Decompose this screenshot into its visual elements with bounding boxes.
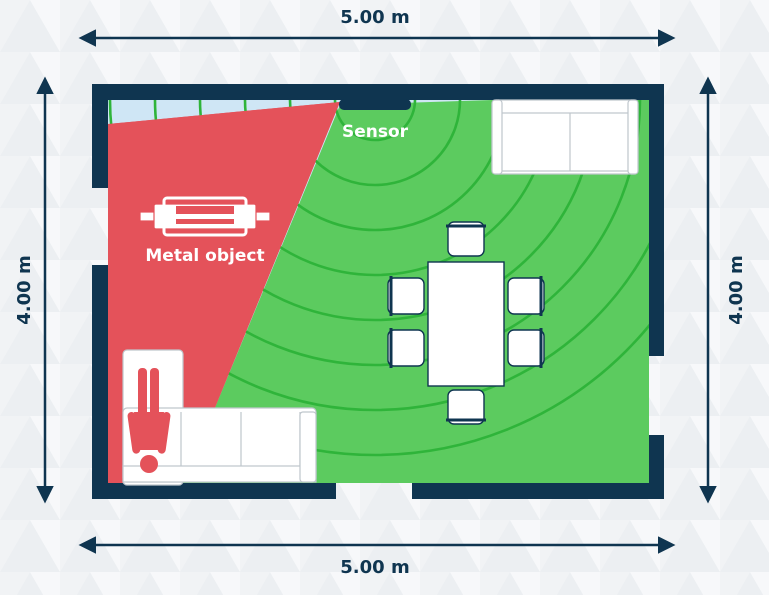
dimension-right: 4.00 m bbox=[699, 76, 747, 504]
dining-set bbox=[387, 221, 545, 425]
chair bbox=[507, 328, 545, 368]
metal-object-icon bbox=[139, 196, 271, 237]
metal-object-label: Metal object bbox=[145, 246, 264, 266]
wall-right-upper bbox=[649, 84, 664, 356]
wall-left-lower bbox=[92, 265, 108, 499]
chair bbox=[387, 328, 425, 368]
dimension-bottom: 5.00 m bbox=[78, 536, 676, 578]
sensor: Sensor bbox=[339, 99, 411, 142]
chair bbox=[387, 276, 425, 316]
wall-bottom-left bbox=[92, 483, 336, 499]
detection-waves bbox=[108, 100, 649, 457]
dining-table bbox=[427, 261, 505, 387]
walls bbox=[92, 84, 664, 499]
sensor-label: Sensor bbox=[342, 122, 409, 142]
wall-top bbox=[92, 84, 664, 100]
wall-right-lower bbox=[649, 435, 664, 499]
dimension-top: 5.00 m bbox=[78, 7, 676, 47]
sofa-top-right bbox=[491, 99, 639, 175]
dimension-bottom-label: 5.00 m bbox=[340, 557, 409, 578]
dimension-right-label: 4.00 m bbox=[726, 255, 747, 324]
metal-object: Metal object bbox=[139, 196, 271, 266]
lying-person-icon bbox=[127, 368, 171, 473]
wall-bottom-right bbox=[412, 483, 664, 499]
sensor-bar-icon bbox=[339, 99, 411, 110]
chair bbox=[507, 276, 545, 316]
chair bbox=[446, 221, 486, 257]
chair bbox=[446, 389, 486, 425]
dimension-left-label: 4.00 m bbox=[14, 255, 35, 324]
dimension-top-label: 5.00 m bbox=[340, 7, 409, 28]
wall-left-upper bbox=[92, 84, 108, 188]
dimension-left: 4.00 m bbox=[14, 76, 54, 504]
